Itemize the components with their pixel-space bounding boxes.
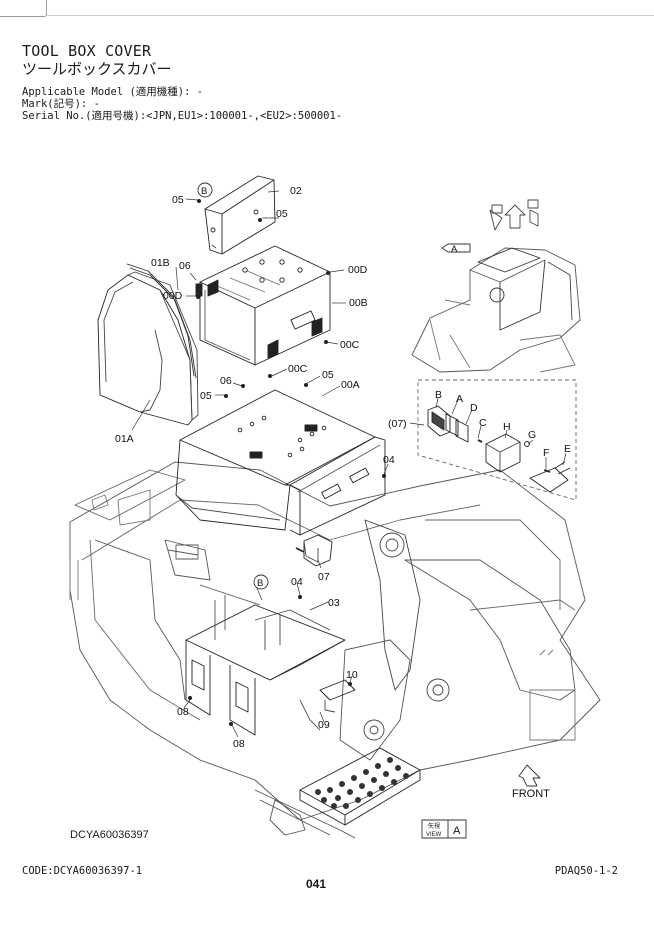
callout-view-a: A	[451, 244, 458, 255]
inset-callout-e: E	[564, 443, 571, 455]
screws	[188, 199, 386, 726]
ref-b-marker-bottom	[253, 574, 269, 590]
callout-01A: 01A	[115, 433, 134, 445]
inset-callout-g: G	[528, 429, 536, 441]
callout-00A: 00A	[341, 379, 360, 391]
callout-05d: 05	[322, 369, 334, 381]
callout-09: 09	[318, 719, 330, 731]
inset-callout-d: D	[470, 402, 478, 414]
callout-08b: 08	[233, 738, 245, 750]
callout-06a: 06	[179, 260, 191, 272]
inset-callout-c: C	[479, 417, 487, 429]
view-a-machine-sketch	[411, 247, 581, 373]
callout-03: 03	[328, 597, 340, 609]
callout-05a: 05	[172, 194, 184, 206]
callout-00C-right: 00C	[340, 339, 360, 351]
callout-06b: 06	[220, 375, 232, 387]
applicable-model-line: Applicable Model (適用機種): -	[22, 86, 204, 98]
leader-lines	[131, 190, 389, 738]
mark-line: Mark(記号): -	[22, 98, 100, 110]
main-toolbox-00A-drawing	[175, 389, 386, 536]
callout-00C-mid: 00C	[288, 363, 308, 375]
drawing-id: DCYA60036397	[70, 829, 149, 841]
callout-05b: 05	[276, 208, 288, 220]
page-title: TOOL BOX COVER	[22, 42, 152, 60]
footer-reference: PDAQ50-1-2	[554, 865, 618, 877]
callout-b-top: B	[201, 186, 207, 197]
callout-00D-right: 00D	[348, 264, 368, 276]
callout-b-bottom: B	[257, 578, 263, 589]
work-light-07-drawing	[295, 534, 333, 567]
footer-code: CODE:DCYA60036397-1	[22, 865, 143, 877]
machine-frame-drawing	[69, 461, 601, 821]
inset-callout-f: F	[543, 447, 549, 459]
callout-01B: 01B	[151, 257, 170, 269]
orientation-arrows-icon	[489, 199, 539, 231]
view-a-box	[421, 819, 467, 839]
callout-inset-07: (07)	[388, 418, 407, 430]
callout-04b: 04	[291, 576, 303, 588]
seal-01B-drawing	[129, 267, 197, 379]
callout-10: 10	[346, 669, 358, 681]
callout-00B: 00B	[349, 297, 368, 309]
parts-inset-box	[417, 379, 577, 501]
page-title-japanese: ツールボックスカバー	[22, 60, 172, 78]
callout-08a: 08	[177, 706, 189, 718]
callout-07: 07	[318, 571, 330, 583]
inset-callout-a: A	[456, 393, 463, 405]
top-divider	[46, 15, 654, 16]
callout-04a: 04	[383, 454, 395, 466]
view-box-jp: 矢視	[428, 822, 440, 830]
callout-00D-left: 00D	[163, 290, 183, 302]
front-arrow-icon	[518, 764, 541, 787]
serial-number-line: Serial No.(適用号機):<JPN,EU1>:100001-,<EU2>…	[22, 110, 343, 122]
view-box-letter: A	[453, 825, 461, 837]
side-cover-01A-drawing	[97, 271, 199, 426]
front-label: FRONT	[512, 788, 550, 800]
mounting-frame-03-drawing	[185, 584, 346, 736]
view-box-en: VIEW	[426, 832, 442, 838]
page-number: 041	[306, 877, 327, 891]
callout-05c: 05	[200, 390, 212, 402]
callout-02: 02	[290, 185, 302, 197]
upper-box-00B-drawing	[195, 245, 331, 366]
step-plate-drawing	[299, 747, 421, 826]
top-plate-02-drawing	[204, 175, 276, 255]
view-a-flag-icon	[441, 243, 471, 253]
inset-callout-b: B	[435, 389, 442, 401]
bracket-10-drawing	[319, 679, 356, 701]
callout-labels: 05 B 02 05 01B 06 00D 00D 00B 00C 00C 06…	[115, 185, 571, 838]
page-tab-corner	[0, 0, 47, 17]
inset-parts-drawing	[427, 405, 571, 493]
inset-callout-h: H	[503, 421, 511, 433]
ref-b-marker-top	[197, 182, 213, 198]
